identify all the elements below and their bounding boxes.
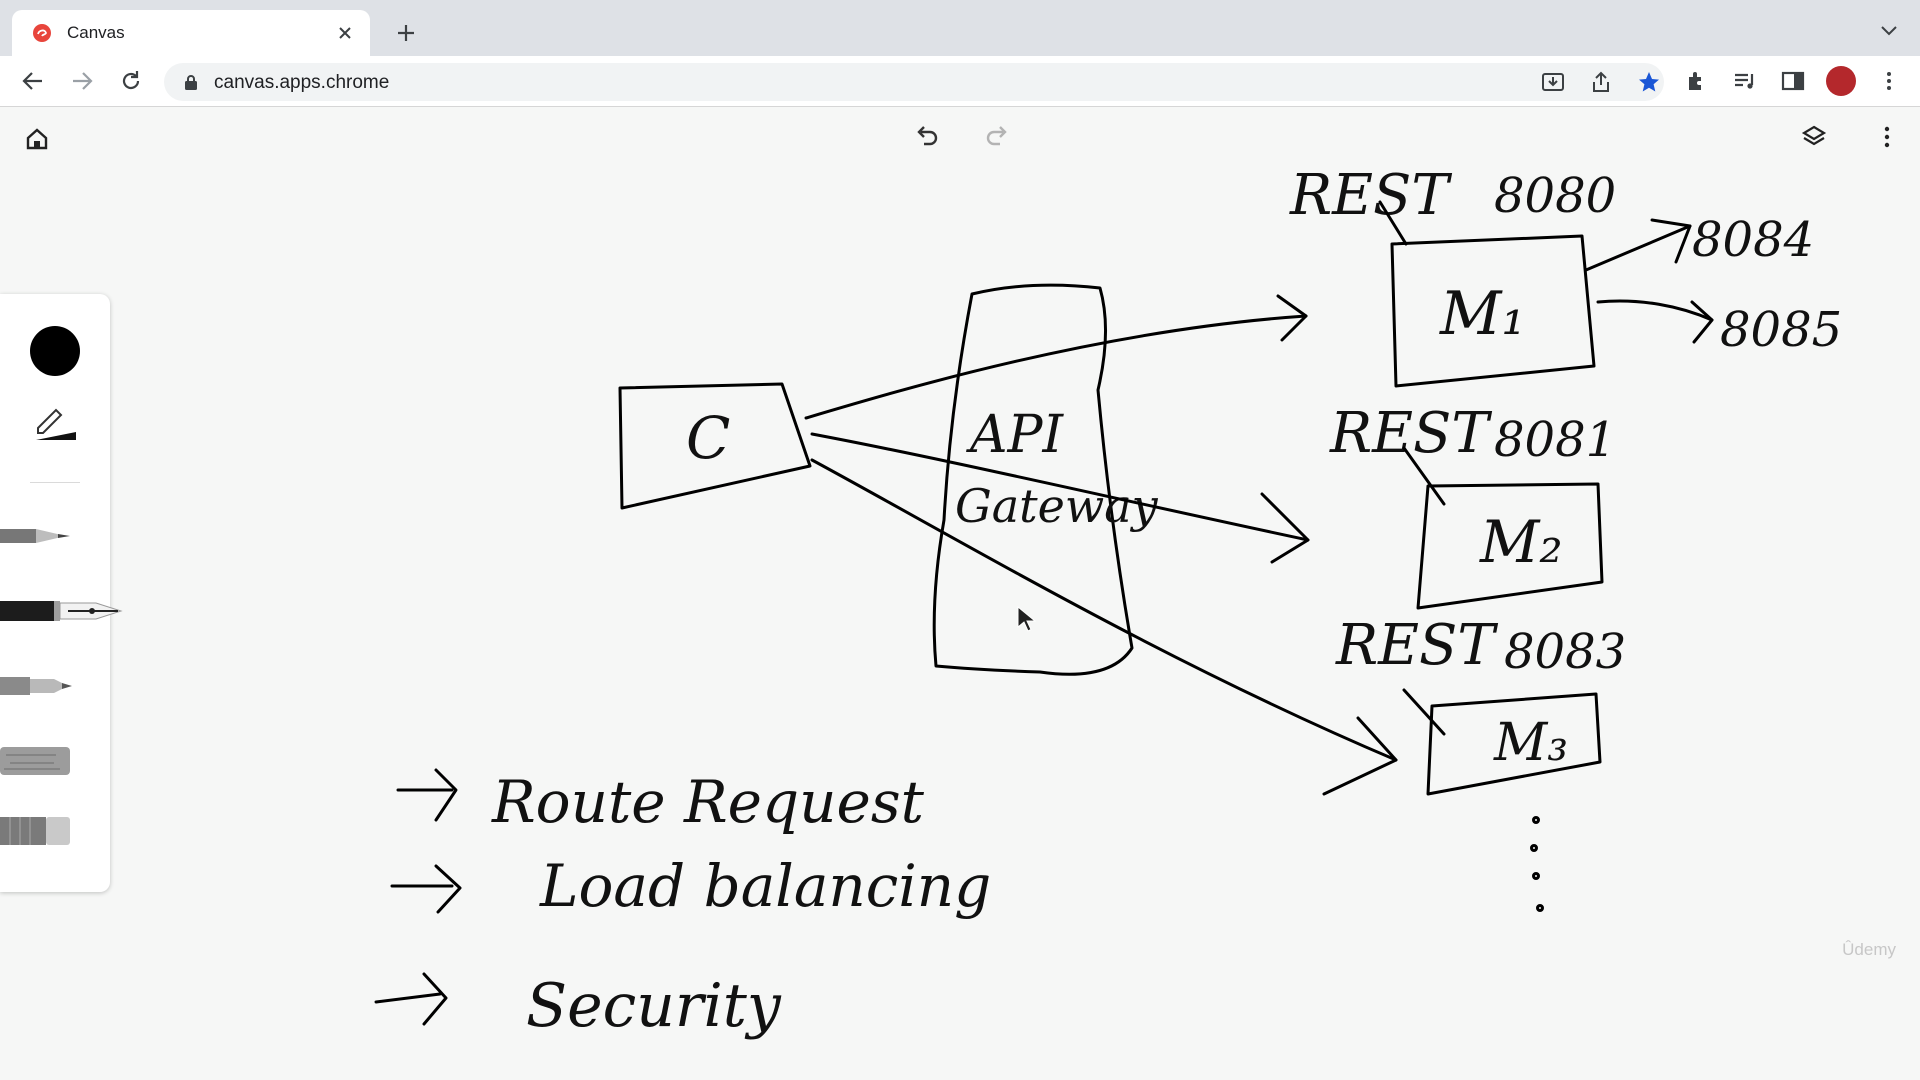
arrow-to-8085 bbox=[1596, 299, 1714, 322]
gateway-label-line1: API bbox=[966, 405, 1065, 465]
port-m3: 8083 bbox=[1504, 624, 1626, 680]
port-m1: 8080 bbox=[1494, 168, 1616, 224]
pencil-tool-icon[interactable] bbox=[0, 516, 80, 556]
layers-icon[interactable] bbox=[1800, 123, 1828, 151]
reload-icon[interactable] bbox=[118, 68, 144, 94]
udemy-watermark: Ûdemy bbox=[1842, 940, 1896, 959]
lock-icon bbox=[185, 75, 197, 90]
tab-strip: Canvas bbox=[0, 0, 1920, 56]
arrow-to-m1 bbox=[804, 314, 1308, 420]
chalk-tool-icon[interactable] bbox=[0, 741, 80, 781]
star-icon[interactable] bbox=[1636, 69, 1662, 95]
bullet-text-1: Route Request bbox=[491, 768, 925, 836]
port-8085: 8085 bbox=[1720, 302, 1842, 358]
service-m3-box bbox=[1426, 692, 1602, 796]
gateway-label-line2: Gateway bbox=[955, 479, 1159, 533]
arrow-to-m2 bbox=[810, 432, 1310, 542]
share-icon[interactable] bbox=[1588, 69, 1614, 95]
bullet-text-2: Load balancing bbox=[539, 852, 991, 920]
more-options-icon[interactable] bbox=[1873, 123, 1901, 151]
kebab-menu-icon[interactable] bbox=[1876, 68, 1902, 94]
service-m2-label: M₂ bbox=[1479, 508, 1563, 576]
panel-divider bbox=[30, 482, 80, 483]
install-icon[interactable] bbox=[1540, 69, 1566, 95]
arrow-to-m3-head bbox=[1322, 716, 1398, 796]
port-8084: 8084 bbox=[1692, 212, 1814, 268]
service-m2-box bbox=[1416, 482, 1604, 610]
pen-tool-icon[interactable] bbox=[0, 591, 124, 631]
color-picker[interactable] bbox=[30, 326, 80, 376]
undo-icon[interactable] bbox=[912, 123, 940, 151]
canvas-header bbox=[0, 107, 1920, 167]
url-text: canvas.apps.chrome bbox=[214, 72, 390, 93]
service-m3-label: M₃ bbox=[1493, 713, 1568, 773]
chevron-down-icon[interactable] bbox=[1880, 24, 1898, 36]
puzzle-icon[interactable] bbox=[1684, 68, 1710, 94]
arrow-to-m1-head bbox=[1276, 294, 1308, 342]
browser-tab[interactable]: Canvas bbox=[12, 10, 370, 56]
arrow-to-m2-head bbox=[1260, 492, 1310, 564]
forward-arrow-icon[interactable] bbox=[69, 68, 95, 94]
bullet-arrow-3 bbox=[374, 972, 448, 1026]
redo-icon[interactable] bbox=[984, 123, 1012, 151]
rest-label-m1: REST bbox=[1289, 163, 1452, 228]
back-arrow-icon[interactable] bbox=[20, 68, 46, 94]
home-icon[interactable] bbox=[23, 125, 51, 153]
address-bar[interactable]: canvas.apps.chrome bbox=[164, 63, 1664, 101]
arrow-to-m3 bbox=[810, 458, 1398, 762]
port-m2: 8081 bbox=[1494, 412, 1616, 468]
side-panel-icon[interactable] bbox=[1780, 68, 1806, 94]
tab-title: Canvas bbox=[67, 23, 125, 42]
canvas-favicon-icon bbox=[33, 24, 51, 42]
ellipsis-dot bbox=[1532, 816, 1540, 824]
stroke-size-icon[interactable] bbox=[30, 402, 80, 442]
rest-label-m2: REST bbox=[1329, 401, 1492, 466]
service-m1-label: M₁ bbox=[1439, 279, 1526, 349]
arrow-to-8084 bbox=[1584, 224, 1692, 272]
bullet-arrow-2 bbox=[390, 864, 462, 914]
service-m1-box bbox=[1390, 234, 1596, 388]
drawing-tools-panel bbox=[0, 294, 123, 892]
client-label: C bbox=[686, 404, 730, 472]
browser-toolbar: canvas.apps.chrome bbox=[0, 56, 1920, 107]
mouse-cursor-icon bbox=[1017, 605, 1037, 632]
bullet-text-3: Security bbox=[526, 971, 782, 1041]
avatar[interactable] bbox=[1826, 66, 1856, 96]
rest-label-m3: REST bbox=[1335, 613, 1498, 678]
client-box bbox=[618, 382, 812, 510]
bullet-arrow-1 bbox=[396, 768, 458, 822]
close-icon[interactable] bbox=[334, 22, 356, 44]
media-queue-icon[interactable] bbox=[1732, 68, 1758, 94]
marker-tool-icon[interactable] bbox=[0, 666, 80, 706]
eraser-tool-icon[interactable] bbox=[0, 811, 80, 851]
plus-icon[interactable] bbox=[394, 21, 418, 45]
